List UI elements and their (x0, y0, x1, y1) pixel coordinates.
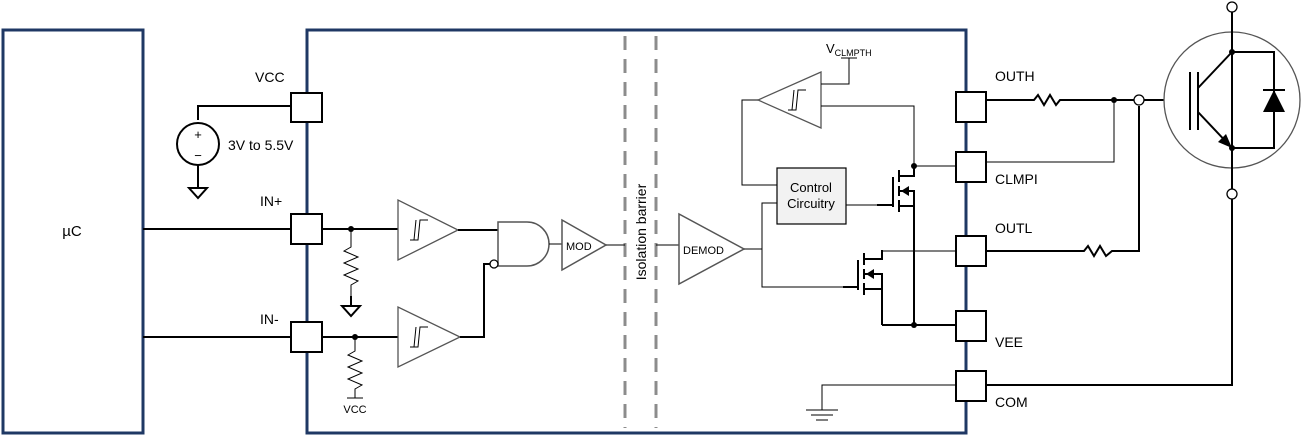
clmpi-label: CLMPI (995, 171, 1038, 187)
control-label-line2: Circuitry (787, 196, 835, 211)
control-circuitry-block (776, 167, 847, 225)
supply-range-label: 3V to 5.5V (228, 137, 294, 153)
isolation-barrier-label: Isolation barrier (633, 183, 649, 280)
and-gate (497, 221, 550, 267)
svg-text:+: + (194, 127, 202, 142)
com-pin (955, 370, 987, 402)
gate-node (1133, 94, 1145, 106)
clmpi-pin (955, 151, 987, 183)
pullup-vcc-label: VCC (343, 404, 366, 416)
control-label-line1: Control (790, 180, 832, 195)
in-minus-pin (290, 321, 323, 353)
ground-icon (186, 187, 210, 200)
outl-label: OUTL (995, 220, 1033, 236)
com-label: COM (995, 394, 1028, 410)
ground-icon-2 (339, 305, 363, 318)
igbt-icon (1163, 1, 1301, 200)
microcontroller-block (1, 28, 145, 435)
demod-label: DEMOD (683, 245, 724, 257)
outh-label: OUTH (995, 68, 1035, 84)
in-plus-pin (290, 213, 323, 245)
outl-pin (955, 235, 987, 267)
demod-block (678, 212, 746, 286)
clamp-mosfet-icon (877, 164, 915, 212)
vclmpth-label: VCLMPTH (826, 41, 872, 58)
in-plus-label: IN+ (260, 193, 282, 209)
vcc-pin-label: VCC (255, 69, 285, 85)
vee-label: VEE (995, 334, 1023, 350)
vcc-pin (290, 92, 323, 123)
isolation-barrier (623, 36, 658, 428)
mod-label: MOD (566, 241, 592, 253)
clamp-comparator (756, 70, 822, 130)
svg-text:−: − (194, 148, 202, 163)
schmitt-buffer-in-plus (397, 198, 460, 262)
mod-block (561, 218, 608, 272)
vee-pin (955, 310, 987, 342)
in-minus-label: IN- (260, 311, 279, 327)
pulldown-mosfet-icon (843, 250, 883, 325)
microcontroller-label: µC (62, 223, 82, 240)
outh-pin (955, 91, 987, 123)
schmitt-buffer-in-minus (397, 305, 462, 369)
